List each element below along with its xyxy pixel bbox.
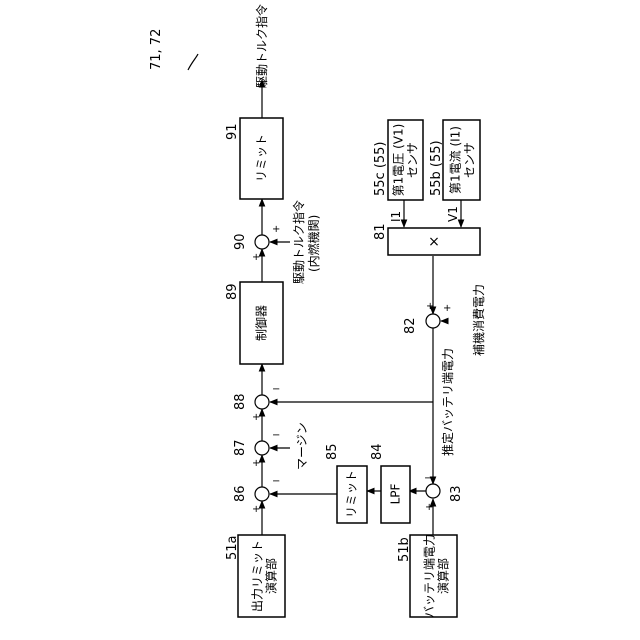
figure-number: 71, 72 bbox=[149, 29, 164, 70]
block-55c-ref: 55c (55) bbox=[373, 141, 388, 196]
sum-90-ref: 90 bbox=[233, 233, 248, 250]
block-89-ref: 89 bbox=[225, 283, 240, 300]
block-51a-label-1: 出力リミット bbox=[251, 540, 265, 612]
sum-82-sign-top: + bbox=[426, 301, 434, 312]
signal-output-label: 駆動トルク指令 bbox=[254, 4, 269, 88]
block-51a-label-2: 演算部 bbox=[264, 558, 279, 594]
sum-86 bbox=[255, 487, 269, 501]
sum-82-ref: 82 bbox=[403, 317, 418, 334]
block-81-symbol: × bbox=[428, 234, 440, 250]
sum-82-sign-right: + bbox=[443, 303, 451, 314]
figure-number-leader bbox=[188, 54, 198, 70]
block-55b-label-2: センサ bbox=[463, 142, 477, 178]
block-84-label: LPF bbox=[389, 483, 403, 504]
block-85-label: リミット bbox=[345, 470, 359, 518]
sum-88-ref: 88 bbox=[233, 393, 248, 410]
signal-engine-torque-sublabel: (内燃機関) bbox=[306, 215, 321, 272]
block-55c-label-2: センサ bbox=[406, 142, 420, 178]
block-51b-label-1: バッテリ端電力 bbox=[423, 534, 437, 618]
sum-83-sign-bottom: + bbox=[425, 502, 433, 513]
sum-88-sign-bottom: + bbox=[252, 412, 260, 423]
signal-v1-label: V1 bbox=[446, 206, 460, 222]
block-55b-ref: 55b (55) bbox=[429, 140, 444, 196]
sum-86-sign-bottom: + bbox=[252, 504, 260, 515]
block-91-label: リミット bbox=[255, 134, 269, 182]
block-55c-label-1: 第1電圧 (V1) bbox=[392, 124, 406, 197]
block-51a-ref: 51a bbox=[225, 535, 240, 560]
block-85-ref: 85 bbox=[325, 443, 340, 460]
sum-82 bbox=[426, 314, 440, 328]
signal-margin-label: マージン bbox=[295, 422, 309, 470]
sum-87-sign-right: − bbox=[272, 430, 280, 441]
signal-estimated-power-label: 推定バッテリ端電力 bbox=[440, 348, 455, 456]
block-51b-ref: 51b bbox=[397, 537, 412, 562]
sum-88-sign-right: − bbox=[272, 384, 280, 395]
sum-83-sign-top: − bbox=[424, 473, 432, 484]
block-51b-label-2: 演算部 bbox=[436, 558, 451, 594]
signal-i1-label: I1 bbox=[389, 211, 403, 222]
sum-90-sign-right: + bbox=[272, 224, 280, 235]
sum-90 bbox=[255, 235, 269, 249]
signal-engine-torque-label: 駆動トルク指令 bbox=[291, 200, 306, 284]
sum-87-ref: 87 bbox=[233, 439, 248, 456]
block-81-ref: 81 bbox=[373, 223, 388, 240]
sum-86-sign-right: − bbox=[272, 476, 280, 487]
sum-87-sign-bottom: + bbox=[252, 458, 260, 469]
sum-87 bbox=[255, 441, 269, 455]
sum-90-sign-bottom: + bbox=[252, 252, 260, 263]
sum-83 bbox=[426, 484, 440, 498]
block-91-ref: 91 bbox=[225, 123, 240, 140]
sum-86-ref: 86 bbox=[233, 485, 248, 502]
signal-aux-power-label: 補機消費電力 bbox=[471, 284, 486, 356]
block-84-ref: 84 bbox=[370, 443, 385, 460]
sum-83-ref: 83 bbox=[449, 485, 464, 502]
block-89-label: 制御器 bbox=[254, 305, 269, 341]
sum-88 bbox=[255, 395, 269, 409]
block-55b-label-1: 第1電流 (I1) bbox=[449, 126, 463, 194]
